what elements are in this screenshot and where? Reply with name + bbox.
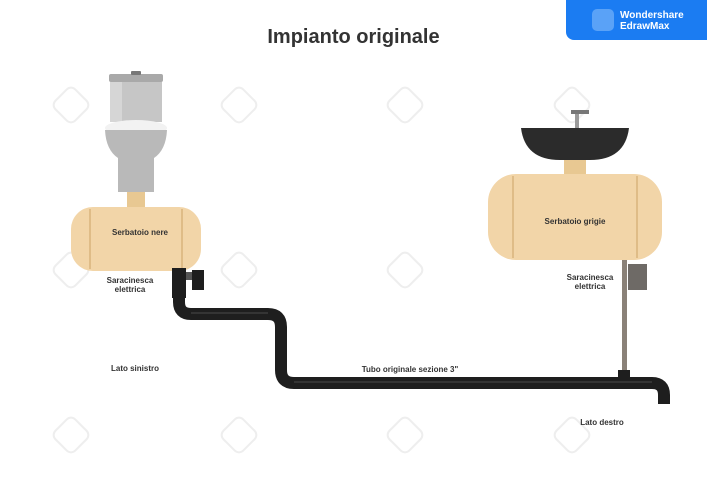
- right-side-label: Lato destro: [580, 418, 624, 427]
- black-water-tank: [71, 207, 201, 271]
- left-side-label: Lato sinistro: [110, 364, 159, 373]
- right-electric-valve-icon: [622, 260, 647, 370]
- left-electric-valve-icon: [172, 268, 204, 298]
- brand-badge[interactable]: [566, 0, 707, 40]
- black-tank-label: Serbatoio nere: [111, 228, 168, 237]
- grey-tank-label: Serbatoio grigie: [544, 217, 606, 226]
- pipe-label: Tubo originale sezione 3": [361, 365, 459, 374]
- grey-water-tank: [488, 174, 662, 260]
- left-valve-label: Saracinesca elettrica: [106, 276, 154, 294]
- drain-pipe: [173, 298, 670, 404]
- right-valve-label: Saracinesca elettrica: [566, 273, 614, 291]
- brand-text: Wondershare EdrawMax: [620, 10, 684, 32]
- sink-icon: [521, 110, 629, 175]
- page-title: Impianto originale: [267, 26, 440, 48]
- edrawmax-logo-icon: [592, 9, 614, 31]
- toilet-icon: [105, 71, 167, 208]
